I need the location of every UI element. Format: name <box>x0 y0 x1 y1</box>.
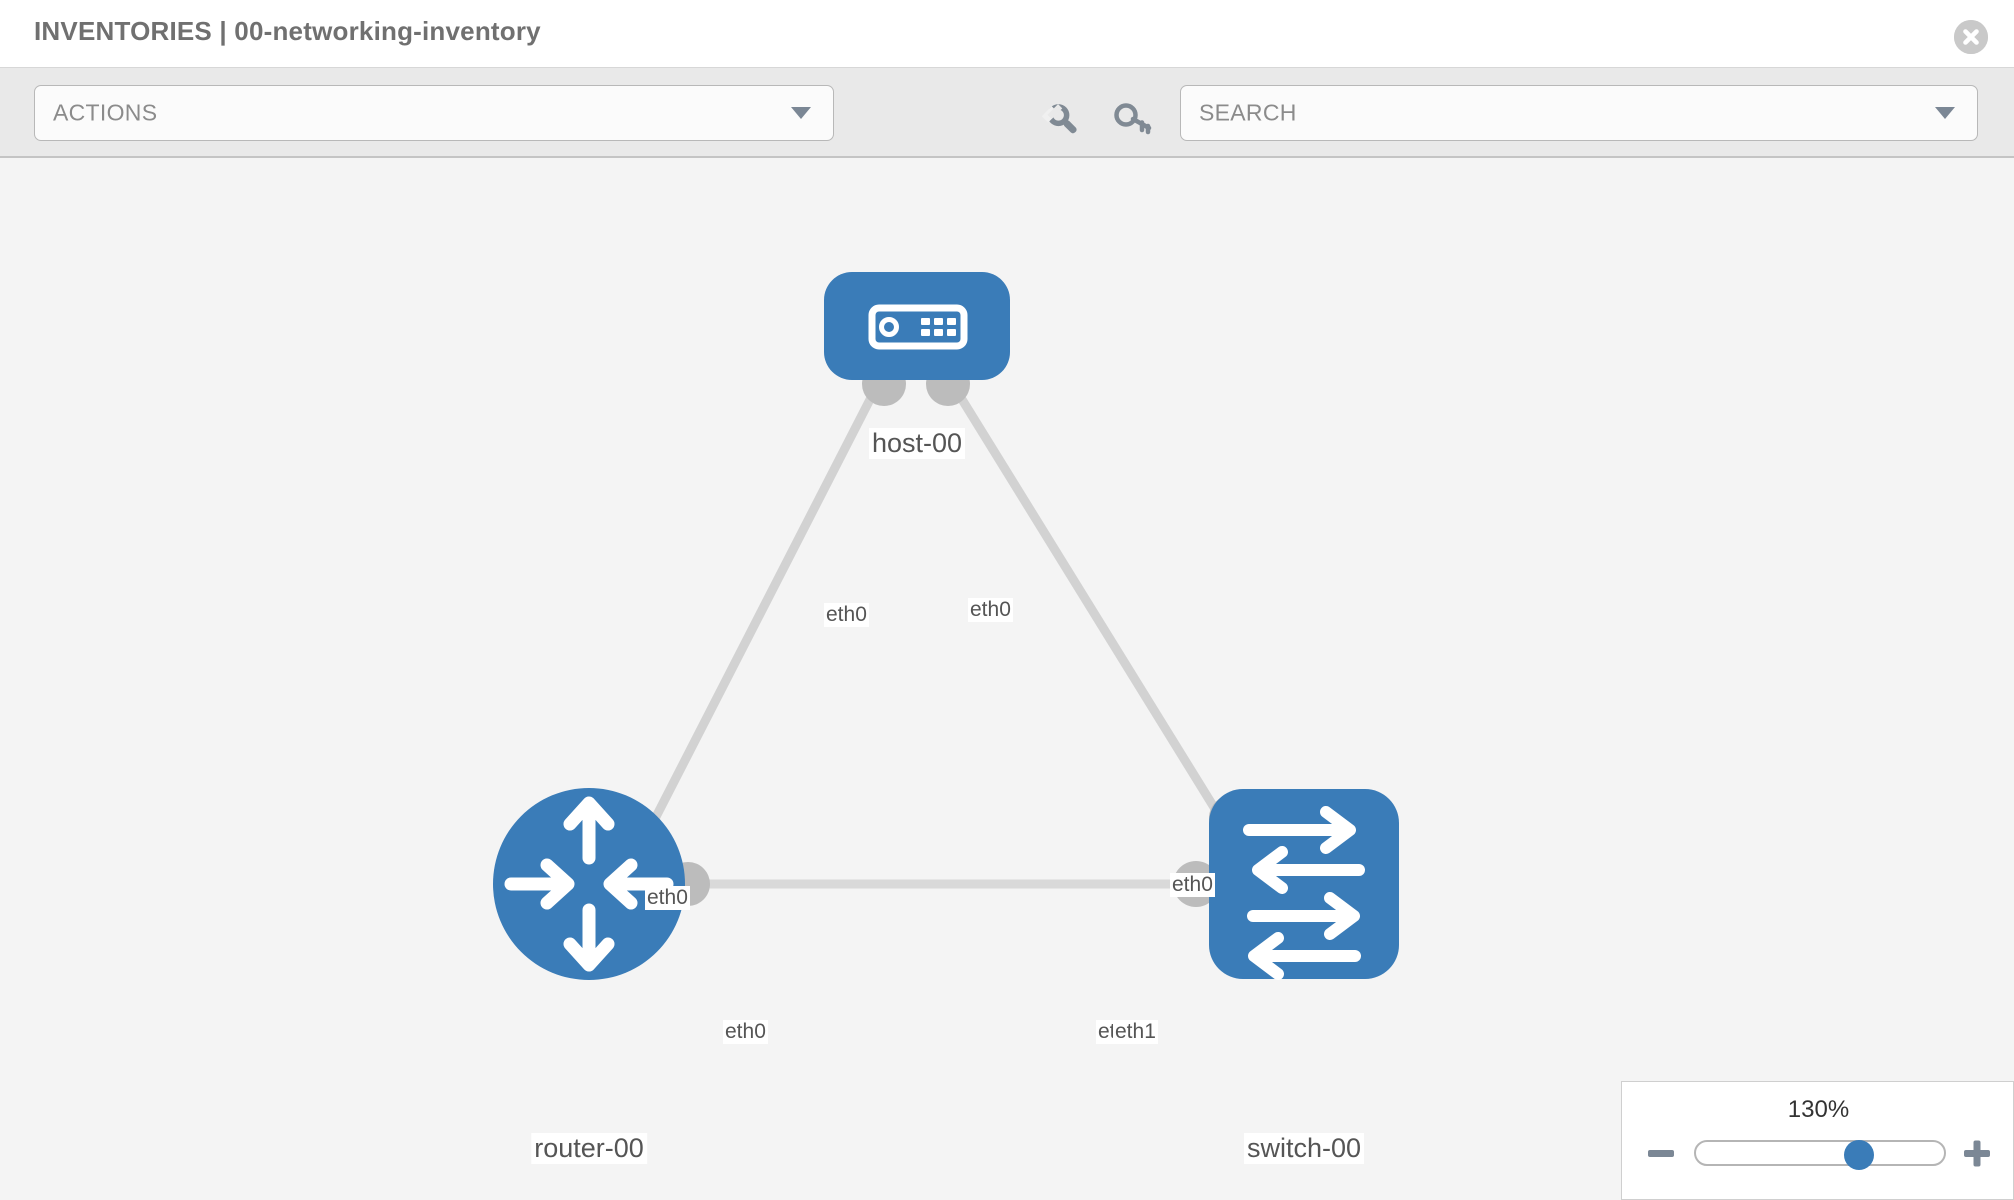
page-title: INVENTORIES | 00-networking-inventory <box>34 16 541 46</box>
close-icon[interactable] <box>1954 20 1988 54</box>
edge-label-host00-eth0-left: eth0 <box>824 603 869 627</box>
topology-links <box>635 377 1232 889</box>
actions-dropdown-label: ACTIONS <box>53 99 158 126</box>
node-router-00 <box>493 788 685 980</box>
node-label-switch-00: switch-00 <box>1243 1133 1365 1164</box>
zoom-slider-thumb[interactable] <box>1844 1140 1874 1170</box>
toolbar: ACTIONS SEARCH <box>0 68 2014 158</box>
topology-canvas[interactable]: host-00 router-00 switch-00 eth0 eth0 et… <box>0 158 2014 1200</box>
node-label-host-00: host-00 <box>868 428 966 459</box>
minus-icon[interactable] <box>1644 1136 1678 1170</box>
edge-label-host00-eth0-right: eth0 <box>968 598 1013 622</box>
node-switch-00 <box>1209 789 1399 980</box>
chevron-down-icon <box>1935 107 1955 119</box>
zoom-level-value: 130% <box>1787 1096 1850 1123</box>
link-host00-switch00 <box>946 377 1232 833</box>
node-host-00 <box>824 272 1010 380</box>
zoom-control-panel: 130% <box>1621 1081 2014 1200</box>
search-placeholder: SEARCH <box>1199 99 1297 126</box>
node-label-router-00: router-00 <box>531 1133 647 1164</box>
edge-label-switch00-eth1: eth1 <box>1113 1020 1158 1044</box>
plus-icon[interactable] <box>1960 1136 1994 1170</box>
wrench-icon[interactable] <box>1041 98 1084 140</box>
edge-label-router00-eth0: eth0 <box>723 1020 768 1044</box>
actions-dropdown[interactable]: ACTIONS <box>34 85 834 141</box>
zoom-slider-row <box>1622 1134 2014 1174</box>
edge-label-switch00-eth0-uplink: eth0 <box>1170 873 1215 897</box>
page-header: INVENTORIES | 00-networking-inventory <box>0 0 2014 68</box>
edge-label-router00-eth0-uplink: eth0 <box>645 886 690 910</box>
zoom-slider[interactable] <box>1694 1140 1946 1170</box>
chevron-down-icon <box>791 107 811 119</box>
key-icon[interactable] <box>1112 98 1154 140</box>
link-host00-router00 <box>635 377 885 851</box>
search-input[interactable]: SEARCH <box>1180 85 1978 141</box>
